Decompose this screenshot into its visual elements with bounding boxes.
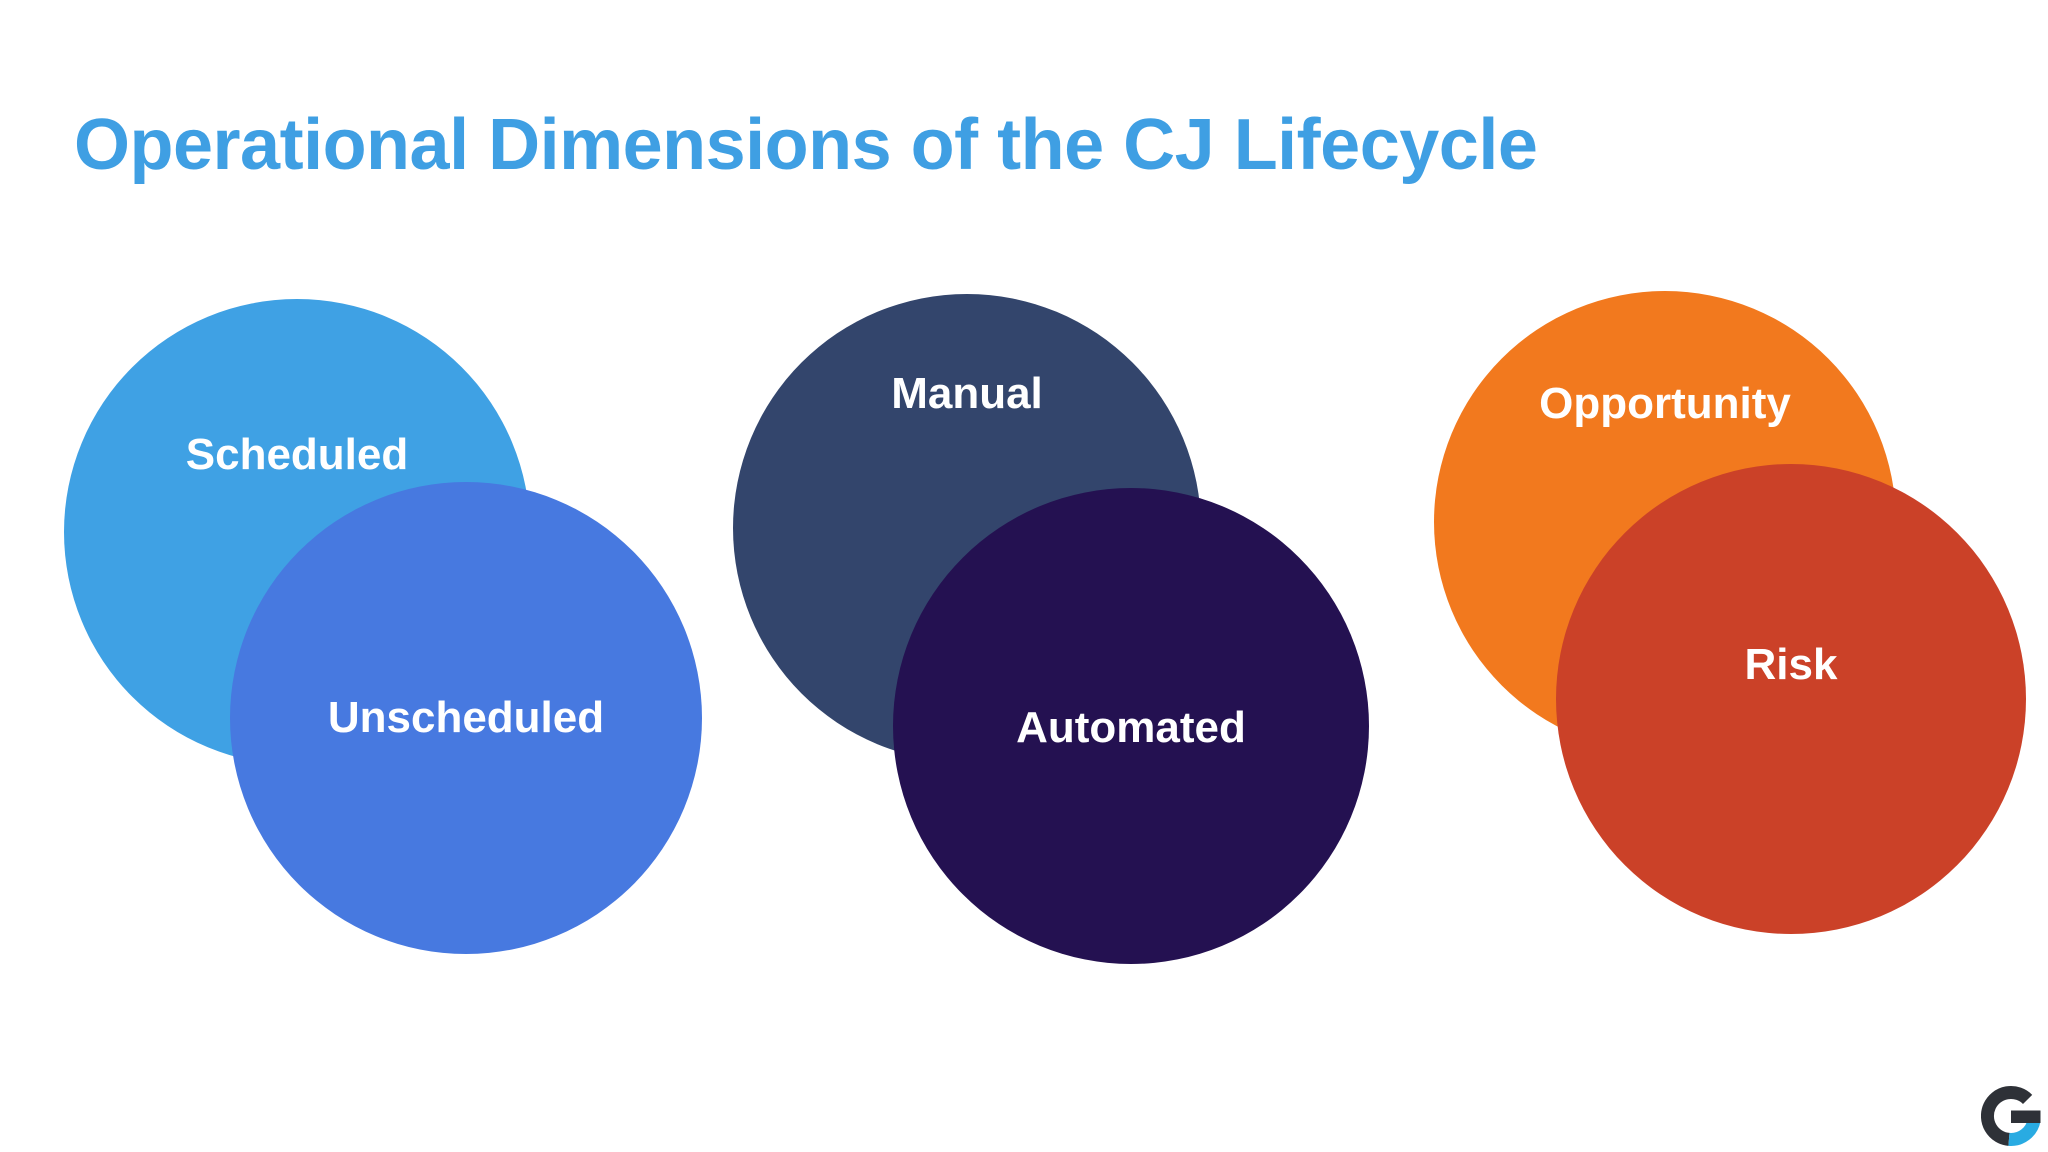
circle-label-automated: Automated (1016, 703, 1246, 752)
circle-label-risk: Risk (1744, 640, 1838, 689)
g-logo-dark-arc (1981, 1086, 2033, 1146)
circle-automated: Automated (893, 488, 1369, 964)
circle-risk: Risk (1556, 464, 2026, 934)
circle-label-manual: Manual (891, 369, 1043, 418)
g-logo-crossbar (2011, 1110, 2041, 1123)
circle-label-unscheduled: Unscheduled (327, 693, 605, 742)
circle-label-opportunity: Opportunity (1539, 379, 1791, 428)
circle-label-scheduled: Scheduled (185, 430, 409, 479)
g-logo-accent-arc (2008, 1118, 2041, 1146)
circle-unscheduled: Unscheduled (230, 482, 702, 954)
slide-title: Operational Dimensions of the CJ Lifecyc… (74, 105, 1538, 186)
g-logo-icon (1981, 1086, 2041, 1146)
